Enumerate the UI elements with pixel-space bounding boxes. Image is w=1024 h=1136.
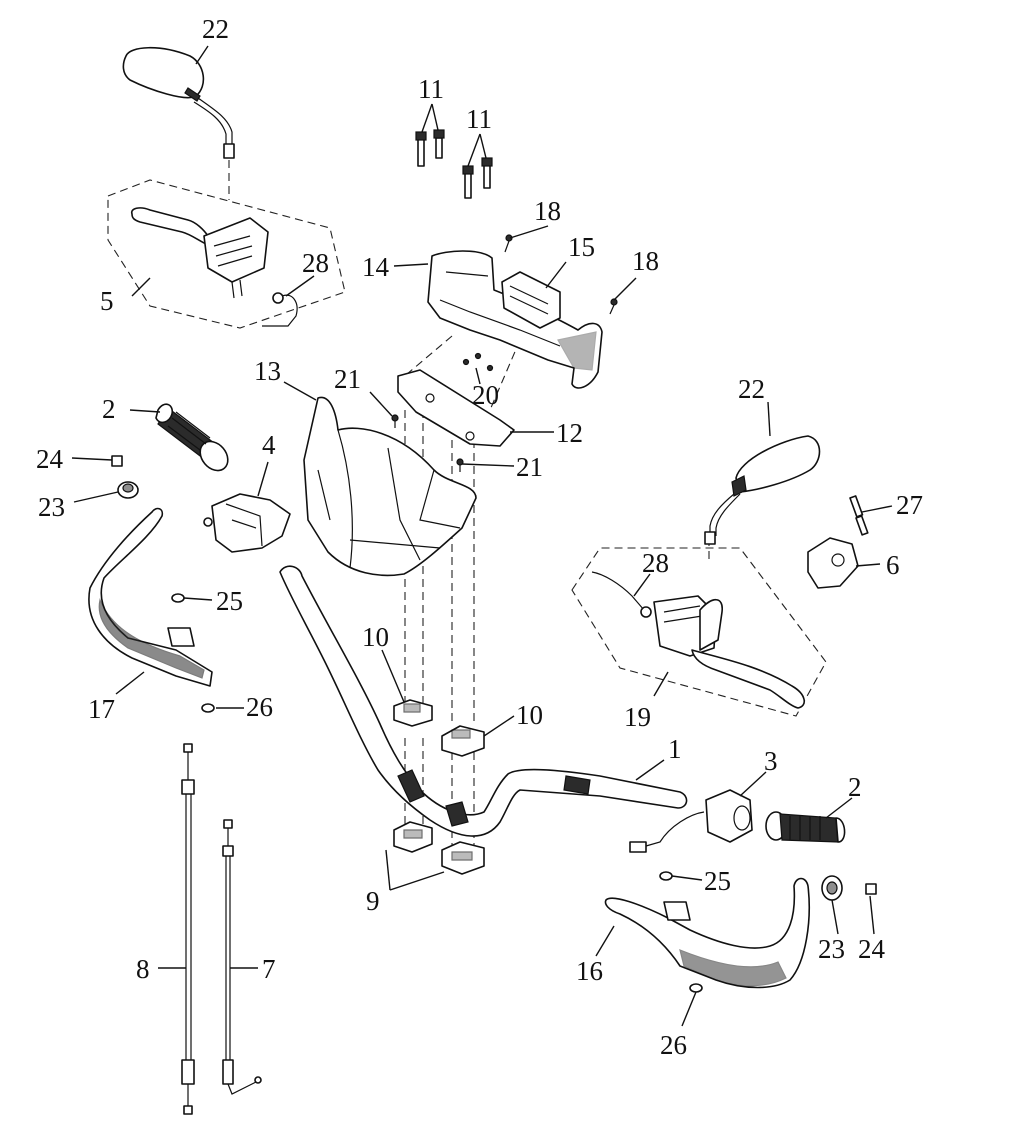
windscreen-13	[303, 396, 477, 577]
callout-8: 8	[136, 954, 150, 984]
lower-clamps-9	[393, 821, 485, 875]
washer-25-right	[659, 871, 673, 881]
callout-4: 4	[262, 430, 276, 460]
washer-25-left	[171, 593, 185, 603]
handguard-right-16	[604, 877, 810, 989]
grip-right	[765, 811, 846, 843]
callout-23-right: 23	[818, 934, 845, 964]
callout-labels: 22 11 11 18 15 18 14 28 5 13 21 20 2 12 …	[36, 14, 923, 1060]
assembly-5-boundary	[107, 179, 346, 329]
clamp-6	[807, 537, 859, 589]
bracket-12	[397, 369, 515, 447]
callout-3: 3	[764, 746, 778, 776]
callout-20: 20	[472, 380, 499, 410]
bolt-set-11	[415, 129, 493, 199]
callout-26-right: 26	[660, 1030, 687, 1060]
callout-28-left: 28	[302, 248, 329, 278]
callout-24-right: 24	[858, 934, 886, 964]
control-housing-4	[203, 493, 291, 553]
bolts-27	[849, 495, 869, 536]
callout-23-left: 23	[38, 492, 65, 522]
upper-cover-14	[427, 250, 603, 389]
cable-8	[181, 743, 195, 1115]
callout-22-right: 22	[738, 374, 765, 404]
washer-26-left	[201, 703, 215, 713]
callout-27: 27	[896, 490, 923, 520]
callout-7: 7	[262, 954, 276, 984]
switch-15	[501, 271, 561, 329]
callout-19: 19	[624, 702, 651, 732]
callout-21-top: 21	[334, 364, 361, 394]
grip-left	[155, 403, 229, 472]
assembly-19-boundary	[571, 547, 827, 717]
handguard-left-17	[88, 507, 213, 687]
callout-21-bottom: 21	[516, 452, 543, 482]
callout-10-right: 10	[516, 700, 543, 730]
callout-28-right: 28	[642, 548, 669, 578]
callout-14: 14	[362, 252, 390, 282]
callout-2-right: 2	[848, 772, 862, 802]
callout-24-left: 24	[36, 444, 64, 474]
callout-25-right: 25	[704, 866, 731, 896]
callout-13: 13	[254, 356, 281, 386]
mirror-right	[704, 435, 821, 545]
handlebar-1	[279, 565, 688, 837]
callout-15: 15	[568, 232, 595, 262]
callout-2-left: 2	[102, 394, 116, 424]
callout-9: 9	[366, 886, 380, 916]
leader-lines	[71, 45, 893, 1027]
upper-clamps-10	[393, 699, 485, 757]
callout-17: 17	[88, 694, 115, 724]
switch-right-3	[629, 789, 753, 853]
fastener-left	[111, 455, 139, 499]
lever-assembly-right	[591, 571, 805, 709]
callout-1: 1	[668, 734, 682, 764]
cable-7	[222, 819, 262, 1095]
callout-10-left: 10	[362, 622, 389, 652]
callout-18-right: 18	[632, 246, 659, 276]
callout-11-right: 11	[466, 104, 492, 134]
callout-6: 6	[886, 550, 900, 580]
washer-26-right	[689, 983, 703, 993]
screws-small	[391, 234, 618, 472]
mirror-left	[122, 46, 235, 159]
callout-26-left: 26	[246, 692, 273, 722]
lever-assembly-left	[130, 207, 298, 327]
callout-18-top: 18	[534, 196, 561, 226]
callout-5: 5	[100, 286, 114, 316]
callout-12: 12	[556, 418, 583, 448]
fastener-right	[821, 875, 877, 901]
callout-25-left: 25	[216, 586, 243, 616]
callout-11-left: 11	[418, 74, 444, 104]
callout-22-left: 22	[202, 14, 229, 44]
callout-16: 16	[576, 956, 603, 986]
